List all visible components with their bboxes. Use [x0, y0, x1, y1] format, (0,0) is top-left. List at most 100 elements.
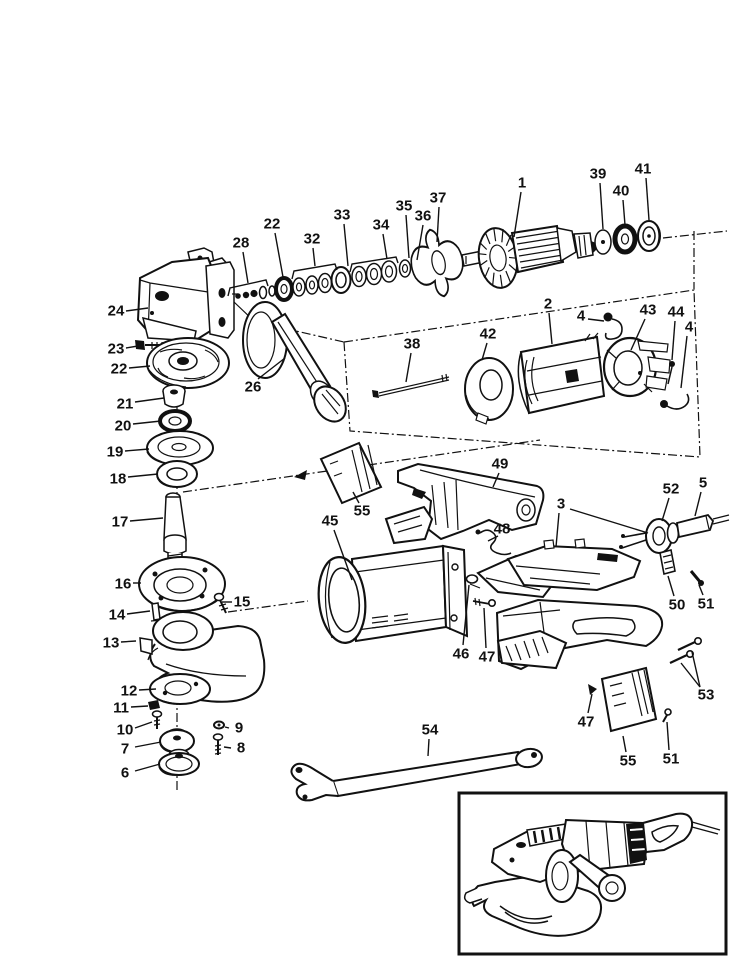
- brush-door-55-lower: [600, 666, 658, 733]
- part-label-23: 23: [108, 341, 125, 358]
- screw-10: [151, 710, 163, 729]
- leader-line-39: [599, 182, 604, 230]
- leader-line-17: [129, 517, 164, 522]
- leader-line-51: [666, 721, 670, 751]
- leader-line-42: [481, 342, 488, 361]
- part-label-4: 4: [685, 319, 694, 336]
- leader-line-38: [405, 352, 412, 383]
- leader-line-47: [587, 693, 593, 714]
- leader-line-24: [125, 307, 149, 312]
- leader-line-55: [622, 735, 627, 753]
- lead-wire-4b: [660, 393, 690, 410]
- part-label-52: 52: [663, 481, 680, 498]
- part-label-55: 55: [354, 503, 371, 520]
- leader-line-5: [694, 491, 702, 517]
- part-label-35: 35: [396, 198, 413, 215]
- leader-line-6: [134, 763, 161, 772]
- part-label-4: 4: [577, 308, 586, 325]
- leader-line-22: [128, 365, 151, 369]
- leader-line-26: [257, 357, 286, 380]
- inset-assembled-grinder: [457, 791, 728, 956]
- leader-line-45: [333, 529, 353, 581]
- disc-12: [149, 673, 211, 705]
- leader-line-55: [352, 491, 360, 504]
- wire-48: [475, 529, 512, 556]
- part-label-21: 21: [117, 396, 134, 413]
- part-label-44: 44: [668, 304, 685, 321]
- leader-line-34: [382, 233, 388, 260]
- leader-line-49: [492, 472, 500, 488]
- brush-ring-43: [602, 336, 671, 398]
- leader-line-53: [691, 651, 701, 688]
- part-label-12: 12: [121, 683, 138, 700]
- part-label-32: 32: [304, 231, 321, 248]
- field-assembly-2: [372, 312, 690, 425]
- part-label-50: 50: [669, 597, 686, 614]
- leader-line-53: [680, 662, 701, 688]
- bearing-18: [156, 460, 198, 488]
- part-label-41: 41: [635, 161, 652, 178]
- screw-51a: [689, 570, 704, 586]
- clip-11: [148, 700, 160, 710]
- part-label-11: 11: [113, 700, 129, 717]
- leader-line-54: [427, 738, 430, 757]
- leader-line-12: [138, 688, 157, 691]
- leader-line-34: [349, 256, 399, 273]
- flange-parts-bottom: [148, 673, 225, 776]
- cord-clamp-50: [659, 549, 676, 575]
- side-handle-26: [233, 301, 347, 423]
- gear-22: [146, 337, 230, 389]
- gear-housing-24: [136, 247, 238, 342]
- part-label-1: 1: [518, 175, 526, 192]
- wrench-54: [290, 747, 543, 802]
- screw-47a: [472, 597, 496, 607]
- part-label-10: 10: [117, 722, 134, 739]
- part-label-28: 28: [233, 235, 250, 252]
- field-2: [517, 332, 606, 415]
- motor-housing-45: [317, 544, 496, 644]
- part-label-16: 16: [115, 576, 132, 593]
- part-label-8: 8: [237, 740, 245, 757]
- screw-51b: [662, 708, 672, 723]
- part-label-49: 49: [492, 456, 509, 473]
- part-label-3: 3: [557, 496, 565, 513]
- baffle-42: [464, 357, 514, 425]
- part-labels: 2822323334353637139404124232221201918171…: [103, 161, 715, 782]
- cord-protector-52: [619, 518, 680, 554]
- cord-5: [675, 513, 730, 539]
- part-label-20: 20: [115, 418, 132, 435]
- part-label-26: 26: [245, 379, 262, 396]
- leader-line-37: [436, 206, 440, 243]
- inset-side-handle: [545, 849, 579, 903]
- leader-line-50: [667, 575, 675, 597]
- outer-flange-6: [158, 748, 200, 776]
- brush-door-55-upper: [319, 441, 383, 505]
- leader-line-41: [645, 177, 650, 221]
- leader-line-20: [132, 420, 162, 425]
- leader-line-19: [124, 448, 150, 452]
- washer-9: [213, 720, 225, 730]
- leader-line-46: [462, 584, 470, 646]
- leader-line-32: [312, 247, 316, 267]
- leader-line-28: [227, 279, 269, 297]
- part-label-18: 18: [110, 471, 127, 488]
- leader-line-51: [698, 584, 704, 596]
- bolt-38: [372, 373, 450, 398]
- part-label-34: 34: [373, 217, 390, 234]
- part-label-37: 37: [430, 190, 447, 207]
- part-label-39: 39: [590, 166, 607, 183]
- part-label-33: 33: [334, 207, 351, 224]
- leader-line-21: [134, 397, 165, 403]
- leader-line-23: [125, 345, 139, 349]
- plate-19: [146, 430, 214, 466]
- part-label-51: 51: [698, 596, 715, 613]
- leader-line-4: [587, 318, 605, 322]
- screw-47b: [588, 684, 597, 695]
- leader-line-1: [513, 191, 522, 238]
- leader-line-2: [548, 312, 553, 345]
- part-label-47: 47: [479, 649, 496, 666]
- part-label-36: 36: [415, 208, 432, 225]
- part-label-24: 24: [108, 303, 125, 320]
